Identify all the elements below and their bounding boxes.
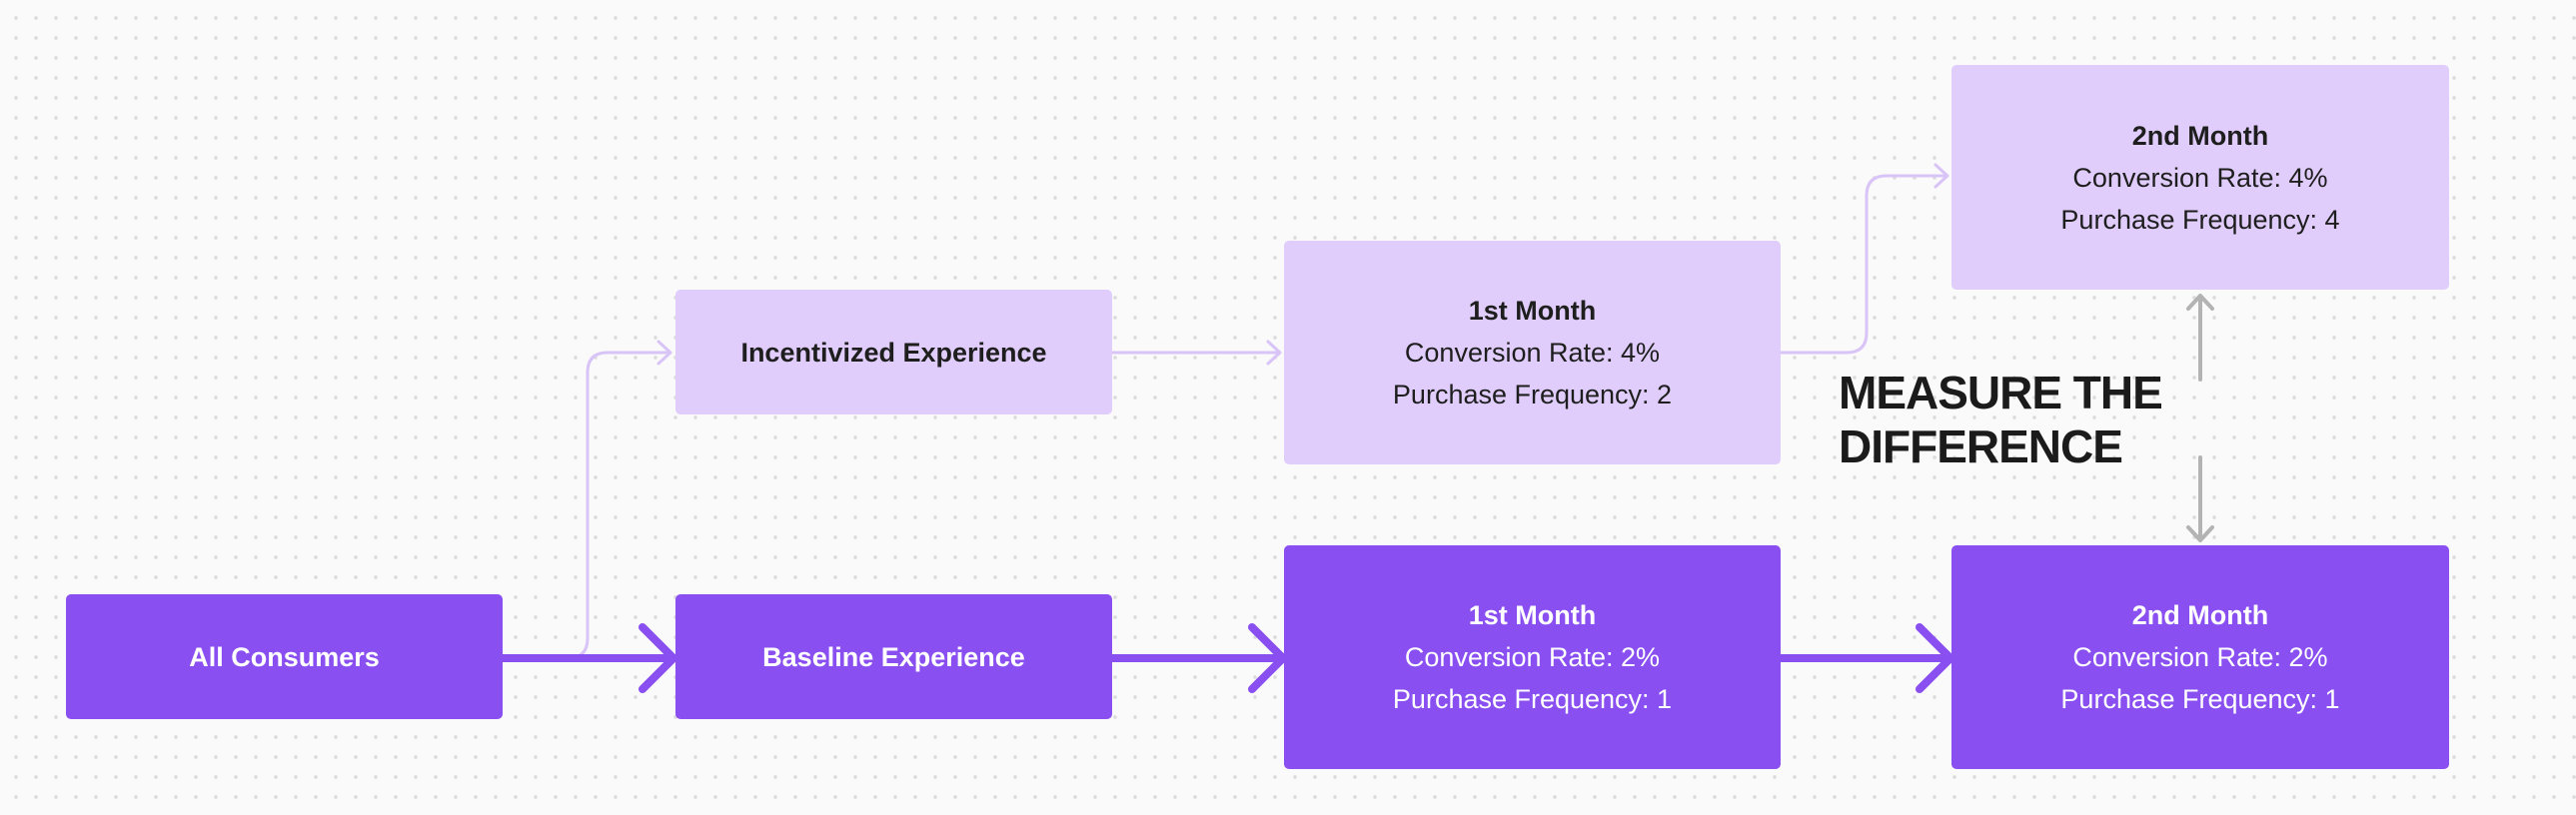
node-incentivized-2nd-month[interactable]: 2nd Month Conversion Rate: 4% Purchase F… (1951, 65, 2449, 290)
purchase-frequency-text: Purchase Frequency: 1 (1392, 684, 1673, 714)
node-title: Baseline Experience (762, 641, 1025, 672)
node-title: 2nd Month (2131, 600, 2269, 630)
arrowhead-baseline (639, 623, 677, 693)
node-incentivized-1st-month[interactable]: 1st Month Conversion Rate: 4% Purchase F… (1284, 241, 1781, 464)
measure-the-difference-label: MEASURE THE DIFFERENCE (1839, 367, 2163, 472)
node-title: 2nd Month (2131, 120, 2269, 151)
arrowhead-incentivized (656, 340, 672, 366)
purchase-frequency-text: Purchase Frequency: 4 (2060, 204, 2340, 235)
measure-arrowhead-down (2186, 525, 2214, 542)
conversion-rate-text: Conversion Rate: 4% (1404, 338, 1661, 368)
conversion-rate-text: Conversion Rate: 2% (2072, 642, 2328, 672)
node-title: 1st Month (1468, 600, 1597, 630)
node-baseline-1st-month[interactable]: 1st Month Conversion Rate: 2% Purchase F… (1284, 545, 1781, 769)
node-baseline-experience[interactable]: Baseline Experience (675, 594, 1112, 719)
purchase-frequency-text: Purchase Frequency: 1 (2060, 684, 2340, 714)
node-all-consumers[interactable]: All Consumers (66, 594, 503, 719)
connector-all-consumers-to-incentivized (501, 351, 671, 660)
node-title: 1st Month (1468, 296, 1597, 326)
measure-arrowhead-up (2186, 294, 2214, 311)
node-incentivized-experience[interactable]: Incentivized Experience (675, 290, 1112, 414)
purchase-frequency-text: Purchase Frequency: 2 (1392, 380, 1673, 409)
node-baseline-2nd-month[interactable]: 2nd Month Conversion Rate: 2% Purchase F… (1951, 545, 2449, 769)
arrowhead-inc-month2 (1933, 163, 1949, 189)
conversion-rate-text: Conversion Rate: 4% (2072, 162, 2328, 193)
node-title: Incentivized Experience (740, 337, 1047, 368)
node-title: All Consumers (189, 641, 380, 672)
arrowhead-base-month1 (1248, 623, 1287, 693)
connector-inc-month1-to-inc-month2 (1779, 174, 1948, 355)
arrowhead-base-month2 (1916, 623, 1954, 693)
conversion-rate-text: Conversion Rate: 2% (1404, 642, 1661, 672)
arrowhead-inc-month1 (1266, 340, 1282, 366)
